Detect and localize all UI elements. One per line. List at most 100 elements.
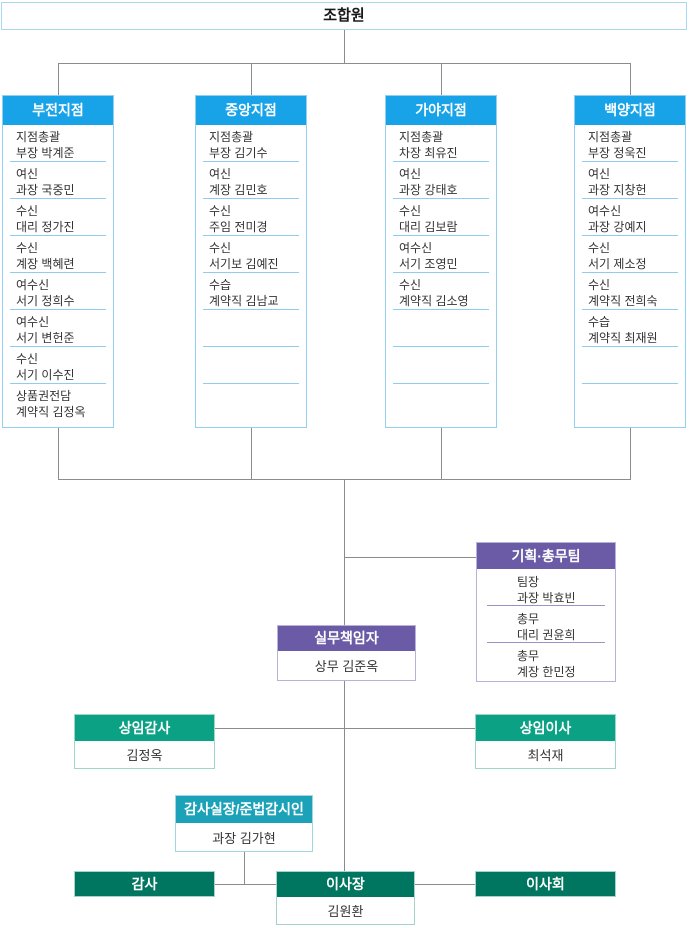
standing-director-person: 최석재 xyxy=(527,748,564,763)
cell-role: 수신 xyxy=(588,241,611,255)
cell-person: 계약직 김남교 xyxy=(209,294,279,308)
audit-office-title: 감사실장/준법감시인 xyxy=(176,796,312,823)
cell-role: 여수신 xyxy=(588,204,622,218)
auditor-title: 감사 xyxy=(131,876,158,892)
cell-role: 지점총괄 xyxy=(588,130,633,144)
cell-role: 지점총괄 xyxy=(399,130,444,144)
cell-role: 지점총괄 xyxy=(209,130,254,144)
cell-person: 과장 강태호 xyxy=(399,183,458,197)
standing-auditor-title: 상임감사 xyxy=(75,715,214,741)
cell-person: 과장 강예지 xyxy=(588,220,647,234)
standing-director-node: 상임이사 최석재 xyxy=(475,714,616,769)
board-node: 이사회 xyxy=(475,871,616,897)
chairman-title: 이사장 xyxy=(277,872,414,897)
planning-team-title: 기획·총무팀 xyxy=(477,543,615,569)
cell-person: 과장 박효빈 xyxy=(517,591,576,605)
cell-person: 부장 정욱진 xyxy=(588,146,647,160)
connector-line xyxy=(441,63,442,95)
connector-line xyxy=(344,30,345,63)
connector-line xyxy=(251,428,252,479)
cell-person: 서기 제소정 xyxy=(588,257,647,271)
team-cell: 팀장 과장 박효빈 xyxy=(477,569,615,606)
planning-team-node: 기획·총무팀 팀장 과장 박효빈 총무 대리 권윤희 총무 계장 한민정 xyxy=(476,542,616,682)
cell-person: 계장 한민정 xyxy=(517,665,576,679)
connector-line xyxy=(345,557,476,558)
executive-person: 상무 김준옥 xyxy=(314,659,379,674)
audit-office-person: 과장 김가현 xyxy=(212,830,276,846)
cell-role: 총무 xyxy=(517,612,540,626)
cell-role: 여신 xyxy=(16,167,39,181)
cell-person: 대리 정가진 xyxy=(16,220,75,234)
cell-role: 총무 xyxy=(517,649,540,663)
cell-person: 부장 박계준 xyxy=(16,146,75,160)
cell-person: 계약직 김정옥 xyxy=(16,405,86,419)
connector-line xyxy=(215,728,475,729)
cell-role: 여수신 xyxy=(399,241,433,255)
cell-person: 계장 백혜련 xyxy=(16,257,75,271)
branch-cell xyxy=(386,310,496,347)
root-label: 조합원 xyxy=(323,7,365,24)
cell-role: 지점총괄 xyxy=(16,130,61,144)
cell-role: 수습 xyxy=(588,315,611,329)
branch-title: 백양지점 xyxy=(575,96,685,125)
executive-title: 실무책임자 xyxy=(278,626,415,651)
cell-role: 수신 xyxy=(399,204,422,218)
cell-person: 계장 김민호 xyxy=(209,183,268,197)
branch-title: 가야지점 xyxy=(386,96,496,125)
cell-person: 서기보 김예진 xyxy=(209,257,279,271)
connector-line xyxy=(58,63,631,64)
connector-line xyxy=(58,63,59,95)
cell-person: 서기 조영민 xyxy=(399,257,458,271)
connector-line xyxy=(58,428,59,479)
root-node: 조합원 xyxy=(1,2,687,30)
cell-person: 과장 지창헌 xyxy=(588,183,647,197)
chairman-person: 김원환 xyxy=(327,904,364,919)
connector-line xyxy=(251,63,252,95)
cell-role: 수신 xyxy=(209,241,232,255)
cell-person: 대리 김보람 xyxy=(399,220,458,234)
cell-role: 상품권전담 xyxy=(16,389,72,403)
cell-role: 수신 xyxy=(399,278,422,292)
cell-role: 수신 xyxy=(16,204,39,218)
standing-auditor-person: 김정옥 xyxy=(126,748,163,763)
team-cell: 총무 대리 권윤희 xyxy=(477,606,615,643)
chairman-node: 이사장 김원환 xyxy=(276,871,415,925)
cell-person: 대리 권윤희 xyxy=(517,628,576,642)
cell-person: 서기 정희수 xyxy=(16,294,75,308)
cell-role: 수습 xyxy=(209,278,232,292)
cell-person: 부장 김기수 xyxy=(209,146,268,160)
board-title: 이사회 xyxy=(526,876,565,892)
cell-person: 서기 이수진 xyxy=(16,368,75,382)
cell-role: 수신 xyxy=(16,352,39,366)
cell-person: 과장 국중민 xyxy=(16,183,75,197)
standing-director-title: 상임이사 xyxy=(476,715,615,741)
standing-auditor-node: 상임감사 김정옥 xyxy=(74,714,215,769)
cell-role: 여신 xyxy=(588,167,611,181)
cell-role: 수신 xyxy=(588,278,611,292)
cell-role: 여신 xyxy=(399,167,422,181)
